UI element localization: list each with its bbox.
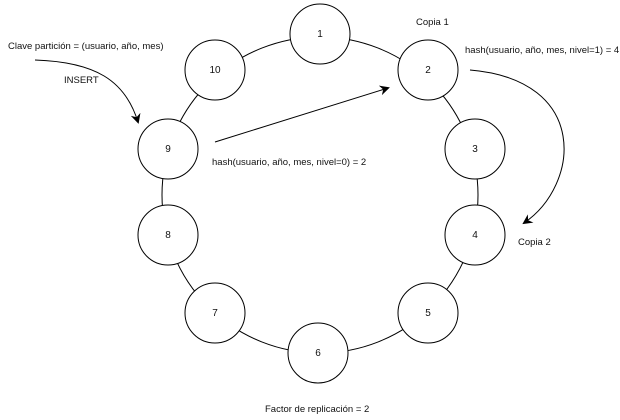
node-circle bbox=[184, 39, 246, 101]
hash-level0-label: hash(usuario, año, mes, nivel=0) = 2 bbox=[212, 157, 367, 168]
hash-level1-arrow bbox=[469, 69, 565, 225]
hash-level1-label: hash(usuario, año, mes, nivel=1) = 4 bbox=[465, 45, 620, 56]
node-9: 9 bbox=[137, 118, 199, 180]
node-label: 1 bbox=[317, 29, 323, 40]
node-label: 3 bbox=[472, 144, 478, 155]
node-circle bbox=[137, 204, 199, 266]
node-circle bbox=[444, 118, 506, 180]
node-label: 6 bbox=[315, 348, 321, 359]
insert-arrow bbox=[34, 59, 141, 124]
node-circle bbox=[287, 322, 349, 384]
node-6: 6 bbox=[287, 322, 349, 384]
node-label: 4 bbox=[472, 230, 478, 241]
node-circle bbox=[289, 3, 351, 65]
node-2: 2 bbox=[397, 39, 459, 101]
nodes-layer: 1 2 3 4 5 6 7 8 9 10 bbox=[137, 3, 506, 384]
replication-factor-label: Factor de replicación = 2 bbox=[265, 404, 370, 415]
node-circle bbox=[397, 282, 459, 344]
node-1: 1 bbox=[289, 3, 351, 65]
hash-level0-arrow bbox=[214, 85, 390, 143]
copy2-label: Copia 2 bbox=[518, 237, 551, 248]
node-label: 10 bbox=[209, 65, 221, 76]
node-label: 7 bbox=[212, 308, 218, 319]
node-circle bbox=[444, 204, 506, 266]
node-label: 5 bbox=[425, 308, 431, 319]
node-10: 10 bbox=[184, 39, 246, 101]
node-circle bbox=[184, 282, 246, 344]
node-8: 8 bbox=[137, 204, 199, 266]
insert-label: INSERT bbox=[64, 75, 99, 86]
node-label: 9 bbox=[165, 144, 171, 155]
node-4: 4 bbox=[444, 204, 506, 266]
node-3: 3 bbox=[444, 118, 506, 180]
node-label: 8 bbox=[165, 230, 171, 241]
node-7: 7 bbox=[184, 282, 246, 344]
node-circle bbox=[397, 39, 459, 101]
node-circle bbox=[137, 118, 199, 180]
copy1-label: Copia 1 bbox=[416, 17, 449, 28]
partition-key-label: Clave partición = (usuario, año, mes) bbox=[8, 41, 164, 52]
node-5: 5 bbox=[397, 282, 459, 344]
node-label: 2 bbox=[425, 65, 431, 76]
